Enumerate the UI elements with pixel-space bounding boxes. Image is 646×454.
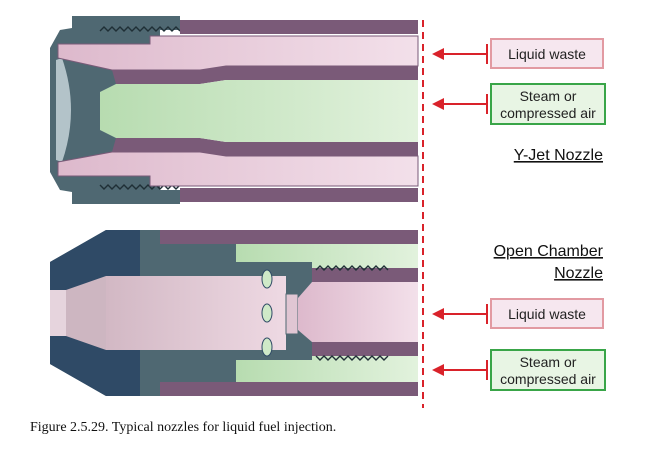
oc-neck-orifice: [285, 293, 299, 335]
oc-inner-tube-wall-bottom: [312, 342, 418, 356]
oc-tip-cone: [66, 276, 106, 350]
open-chamber-title-line1: Open Chamber: [494, 243, 604, 260]
oc-tip-orifice: [50, 290, 66, 336]
oc-steam-annulus-top: [236, 244, 418, 268]
bottom-steam-callout: Steam or compressed air: [432, 349, 606, 391]
oc-passage-hole: [261, 303, 273, 323]
oc-thread-bottom: [315, 355, 389, 361]
oc-passage-hole: [261, 337, 273, 357]
y-jet-outer-wall-bottom: [180, 188, 418, 202]
oc-passage-hole: [261, 269, 273, 289]
top-liquid-callout: Liquid waste: [432, 38, 604, 69]
oc-thread-top: [315, 265, 389, 271]
open-chamber-nozzle: [50, 230, 418, 396]
label-steam-top-line2: compressed air: [500, 105, 596, 121]
y-jet-title: Y-Jet Nozzle: [514, 147, 603, 164]
label-steam-top-line1: Steam or: [520, 88, 577, 104]
y-jet-cap-face: [56, 58, 71, 162]
y-jet-thread-bottom: [99, 184, 181, 190]
y-jet-steam-channel: [100, 80, 418, 142]
y-jet-inner-wall-top: [112, 66, 418, 84]
open-chamber-title-line2: Nozzle: [554, 265, 603, 282]
arrow-head: [432, 48, 444, 60]
oc-inner-tube-wall-top: [312, 268, 418, 282]
oc-mixing-chamber: [106, 276, 286, 350]
y-jet-nozzle: [50, 16, 419, 204]
label-steam-bottom-line2: compressed air: [500, 371, 596, 387]
label-steam-bottom-line1: Steam or: [520, 354, 577, 370]
oc-steam-annulus-bottom: [236, 356, 418, 382]
y-jet-thread-top: [99, 26, 181, 32]
arrow-head: [432, 98, 444, 110]
arrow-head: [432, 308, 444, 320]
label-box-liquid: [490, 38, 604, 69]
y-jet-inner-wall-bottom: [112, 138, 418, 156]
figure-caption: Figure 2.5.29. Typical nozzles for liqui…: [30, 420, 337, 435]
oc-outer-wall-bottom: [160, 382, 418, 396]
label-box-liquid: [490, 298, 604, 329]
bottom-liquid-callout: Liquid waste: [432, 298, 604, 329]
label-box-steam: [490, 349, 606, 391]
oc-liquid-channel: [298, 282, 418, 342]
y-jet-outer-wall-top: [180, 20, 418, 34]
oc-outer-wall-top: [160, 230, 418, 244]
label-box-steam: [490, 83, 606, 125]
label-liquid-bottom: Liquid waste: [508, 306, 586, 322]
arrow-head: [432, 364, 444, 376]
label-liquid-top: Liquid waste: [508, 46, 586, 62]
top-steam-callout: Steam or compressed air: [432, 83, 606, 125]
